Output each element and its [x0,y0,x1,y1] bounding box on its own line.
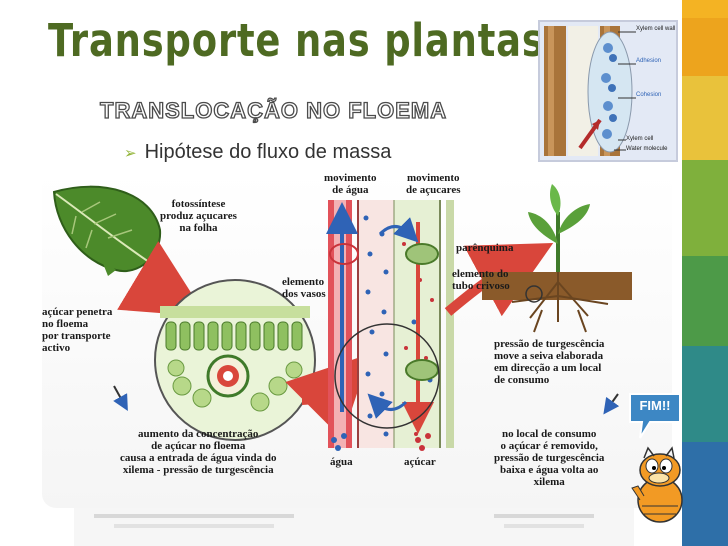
diagram-artwork [42,172,672,508]
diagram-reflection [74,508,634,546]
xylem-label-adhesion: Adhesion [636,58,662,64]
speech-bubble [629,393,681,439]
xylem-label-cell-wall: Xylem cell wall [636,26,676,32]
bullet-text: Hipótese do fluxo de massa [144,141,392,163]
label-sugar-enters-phloem: açúcar penetra no floema por transporte … [42,306,113,354]
legend-water-dots [331,433,347,451]
label-consumption-site: no local de consumo o açúcar é removido,… [494,428,605,488]
label-sugar-movement: movimento de açucares [406,172,461,196]
decorative-color-bar [682,0,728,546]
xylem-cohesion-image: Xylem cell wall Adhesion Cohesion Xylem … [538,20,678,162]
label-photosynthesis: fotossíntese produz açucares na folha [160,198,237,234]
fim-label: FIM!! [639,398,671,413]
slide-title: Transporte nas plantas [48,14,545,67]
xylem-label-cell: Xylem cell [626,136,654,142]
label-turgor-pressure: pressão de turgescência move a seiva ela… [494,338,605,386]
vascular-tissue-section [326,200,454,448]
slide-subtitle: TRANSLOCAÇÃO NO FLOEMA [99,97,448,123]
phloem-mass-flow-diagram: fotossíntese produz açucares na folha aç… [42,172,672,508]
xylem-label-water-molecule: Water molecule [626,146,668,152]
leaf-cross-section [154,279,316,441]
label-water-movement: movimento de água [324,172,377,196]
xylem-label-cohesion: Cohesion [636,92,662,98]
label-concentration-increase: aumento da concentração de açúcar no flo… [120,428,277,476]
label-legend-water: água [330,456,353,468]
label-legend-sugar: açúcar [404,456,436,468]
label-parenchyma: parênquima [456,242,514,254]
label-sieve-tube-element: elemento do tubo crivoso [452,268,510,292]
legend-sugar-dots [415,433,431,451]
plant-illustration [482,184,632,333]
garfield-cartoon [631,446,683,523]
bullet-arrow-icon: ➢ [124,145,137,162]
bullet-item: ➢ Hipótese do fluxo de massa [124,141,391,164]
label-vessel-element: elemento dos vasos [282,276,326,300]
